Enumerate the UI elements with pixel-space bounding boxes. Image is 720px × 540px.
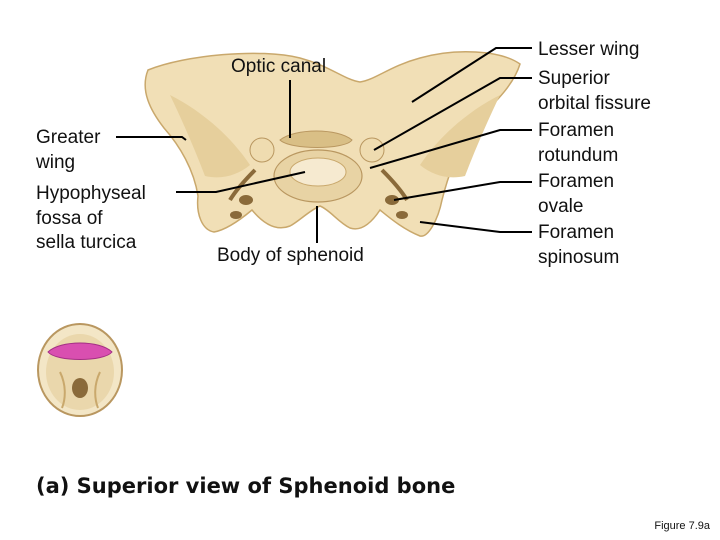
label-foramen-rotundum: Foramen rotundum [538, 120, 619, 166]
leader-lines [116, 47, 532, 243]
figure-caption: (a) Superior view of Sphenoid bone [36, 474, 456, 498]
label-optic-canal: Optic canal [231, 56, 327, 77]
label-body-of-sphenoid: Body of sphenoid [217, 245, 364, 266]
skull-thumbnail [37, 323, 123, 417]
label-hypophyseal-fossa: Hypophyseal fossa of sella turcica [36, 183, 146, 254]
figure-reference: Figure 7.9a [654, 520, 710, 532]
label-foramen-spinosum: Foramen spinosum [538, 222, 620, 268]
leader-lesser-wing [411, 47, 532, 103]
leader-greater-wing [116, 136, 187, 141]
label-greater-wing: Greater wing [36, 127, 101, 173]
sphenoid-bone-illustration [144, 51, 521, 237]
leader-superior-orbital-fissure [373, 77, 532, 151]
leader-foramen-rotundum [369, 129, 532, 169]
leader-foramen-spinosum [419, 221, 532, 233]
label-superior-orbital-fissure: Superior orbital fissure [538, 68, 651, 114]
label-lesser-wing: Lesser wing [538, 39, 640, 60]
leader-foramen-ovale [393, 181, 532, 201]
leader-hypophyseal-fossa [176, 171, 306, 193]
label-foramen-ovale: Foramen ovale [538, 171, 615, 217]
